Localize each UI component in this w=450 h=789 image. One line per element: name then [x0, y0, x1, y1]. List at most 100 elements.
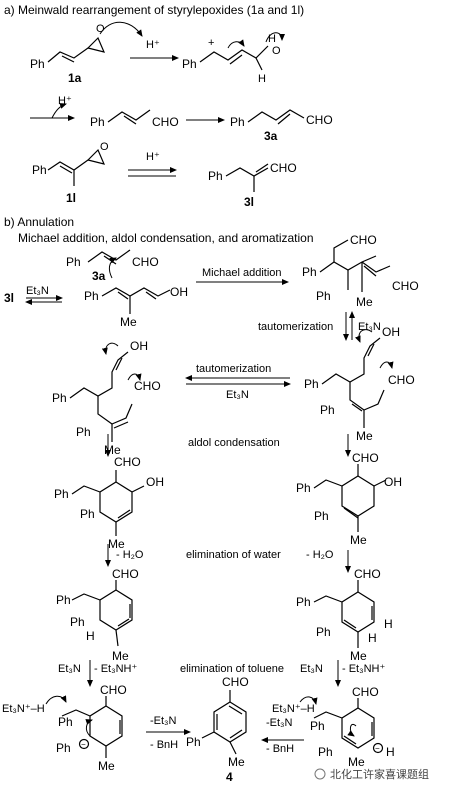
ph-3a-b: Ph — [66, 255, 81, 269]
minus-et3n-right: -Et₃N — [266, 717, 293, 729]
cho-adduct-2: CHO — [392, 279, 419, 293]
carbocation-intermediate: + — [199, 32, 285, 71]
ph-aldol-left-1: Ph — [54, 487, 69, 501]
ph-aldol-left-2: Ph — [80, 507, 95, 521]
label-1a: 1a — [68, 71, 82, 85]
bnh-right: - BnH — [266, 743, 294, 755]
label-3a-b: 3a — [92, 269, 106, 283]
step-aldol: aldol condensation — [188, 437, 280, 449]
aldol-ring-left — [71, 470, 145, 536]
o-cation: O — [272, 45, 281, 57]
ph-enol-left-2: Ph — [76, 425, 91, 439]
me-enol-right: Me — [356, 429, 373, 443]
3a-michael-acceptor — [87, 249, 131, 279]
watermark: 北化工许家喜课题组 — [330, 767, 429, 781]
ph-1a: Ph — [30, 57, 45, 71]
compound-1l-structure: O — [47, 141, 109, 186]
oh-aldol-right: OH — [384, 475, 402, 489]
ph-3l: Ph — [208, 169, 223, 183]
oh-aldol-left: OH — [146, 475, 164, 489]
step-michael: Michael addition — [202, 267, 282, 279]
ph-anion-right-2: Ph — [318, 745, 333, 759]
ph-enol-right-1: Ph — [304, 377, 319, 391]
h-cation-top: H — [268, 33, 276, 45]
ph-enol-left-1: Ph — [52, 391, 67, 405]
me-dienol: Me — [120, 315, 137, 329]
ph-dienal-right-2: Ph — [316, 625, 331, 639]
step-tautomerization-1: tautomerization — [258, 321, 333, 333]
cho-enol-right: CHO — [388, 373, 415, 387]
michael-adduct — [319, 239, 391, 292]
bnh-left: - BnH — [150, 739, 178, 751]
cho-aldehyde: CHO — [152, 115, 179, 129]
cho-3a: CHO — [306, 113, 333, 127]
ph-anion-left-1: Ph — [58, 715, 73, 729]
step-tautomerization-2: tautomerization — [196, 363, 271, 375]
h-dienal-right-1: H — [384, 617, 393, 631]
ph-adduct-2: Ph — [316, 289, 331, 303]
h-dienal-right-2: H — [368, 631, 377, 645]
ph-cation: Ph — [182, 57, 197, 71]
et3nh-anion-left: Et₃N⁺–H — [2, 703, 45, 715]
anion-left: − — [45, 695, 123, 758]
cho-dienal-left: CHO — [112, 567, 139, 581]
compound-1a-structure: O — [47, 21, 143, 63]
ph-enol-right-2: Ph — [320, 403, 335, 417]
hplus-a2: H⁺ — [58, 95, 72, 107]
step-elim-toluene: elimination of toluene — [180, 663, 284, 675]
compound-3l-structure — [225, 163, 269, 192]
h-dienal-left: H — [86, 629, 95, 643]
step-elim-water: elimination of water — [186, 549, 281, 561]
ph-dienal-left-2: Ph — [70, 615, 85, 629]
ph-aldol-right-2: Ph — [314, 509, 329, 523]
et3nh-left: - Et₃NH⁺ — [94, 663, 137, 675]
section-b-title: b) Annulation — [4, 215, 74, 229]
anion-right: − — [299, 696, 384, 754]
ph-dienal-left-1: Ph — [56, 593, 71, 607]
ph-product-4: Ph — [186, 735, 201, 749]
dienol-structure — [101, 287, 171, 314]
cho-aldol-right: CHO — [352, 451, 379, 465]
me-anion-left: Me — [98, 759, 115, 773]
oh-enol-right: OH — [382, 325, 400, 339]
label-3l: 3l — [244, 195, 254, 209]
et3nh-right: - Et₃NH⁺ — [342, 663, 385, 675]
cho-enol-left: CHO — [134, 379, 161, 393]
me-aldol-right: Me — [350, 533, 367, 547]
ph-1l: Ph — [32, 163, 47, 177]
label-3a: 3a — [264, 129, 278, 143]
cho-dienal-right: CHO — [354, 567, 381, 581]
enol-right — [321, 329, 394, 428]
me-dienal-right: Me — [350, 649, 367, 663]
et3nh-anion-right: Et₃N⁺–H — [272, 703, 315, 715]
aldehyde-intermediate — [107, 109, 151, 125]
label-1l: 1l — [66, 191, 76, 205]
cho-product-4: CHO — [222, 675, 249, 689]
oh-dienol: OH — [170, 285, 188, 299]
svg-text:−: − — [81, 740, 86, 749]
svg-text:+: + — [208, 37, 214, 49]
et3n-b1: Et₃N — [26, 285, 49, 297]
label-3l-b: 3l — [4, 291, 14, 305]
svg-text:−: − — [375, 744, 380, 753]
cho-aldol-left: CHO — [114, 455, 141, 469]
dienal-left — [71, 580, 133, 647]
section-b-subtitle: Michael addition, aldol condensation, an… — [18, 231, 314, 245]
me-aldol-left: Me — [108, 537, 125, 551]
cho-anion-left: CHO — [100, 683, 127, 697]
hplus-l: H⁺ — [146, 151, 160, 163]
me-anion-right: Me — [348, 755, 365, 769]
ph-dienal-right-1: Ph — [296, 595, 311, 609]
cho-anion-right: CHO — [352, 685, 379, 699]
cho-3a-b: CHO — [132, 255, 159, 269]
oh-enol-left: OH — [130, 339, 148, 353]
me-adduct: Me — [356, 295, 373, 309]
me-product-4: Me — [228, 755, 245, 769]
dienal-right — [313, 580, 375, 648]
ph-adduct-1: Ph — [302, 265, 317, 279]
h2o-left: - H₂O — [116, 549, 144, 561]
ph-anion-left-2: Ph — [56, 741, 71, 755]
hplus-a1: H⁺ — [146, 39, 160, 51]
